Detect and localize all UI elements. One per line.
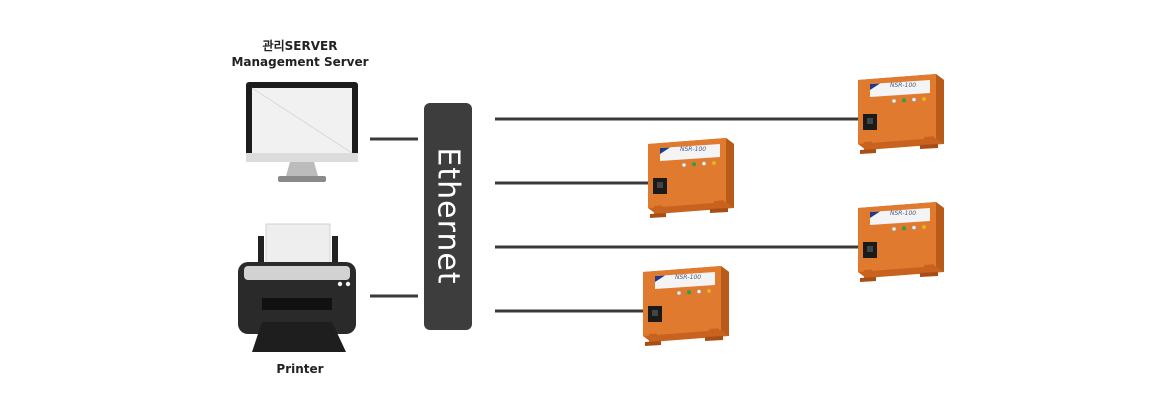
- cabinet-model-label-3: NSR-100: [890, 210, 916, 217]
- server-label-en: Management Server: [231, 55, 369, 69]
- cabinet-model-label-4: NSR-100: [675, 274, 701, 281]
- monitor-icon: [246, 82, 358, 182]
- server-label: 관리SERVER Management Server: [220, 38, 380, 70]
- cabinet-model-label-2: NSR-100: [680, 146, 706, 153]
- cabinet-model-label-1: NSR-100: [890, 82, 916, 89]
- connection-lines: [370, 117, 866, 313]
- printer-icon: [238, 223, 356, 352]
- ethernet-label: Ethernet: [430, 147, 466, 285]
- ethernet-switch-bar: [424, 103, 472, 330]
- server-label-ko: 관리SERVER: [262, 39, 338, 53]
- printer-label: Printer: [276, 362, 324, 376]
